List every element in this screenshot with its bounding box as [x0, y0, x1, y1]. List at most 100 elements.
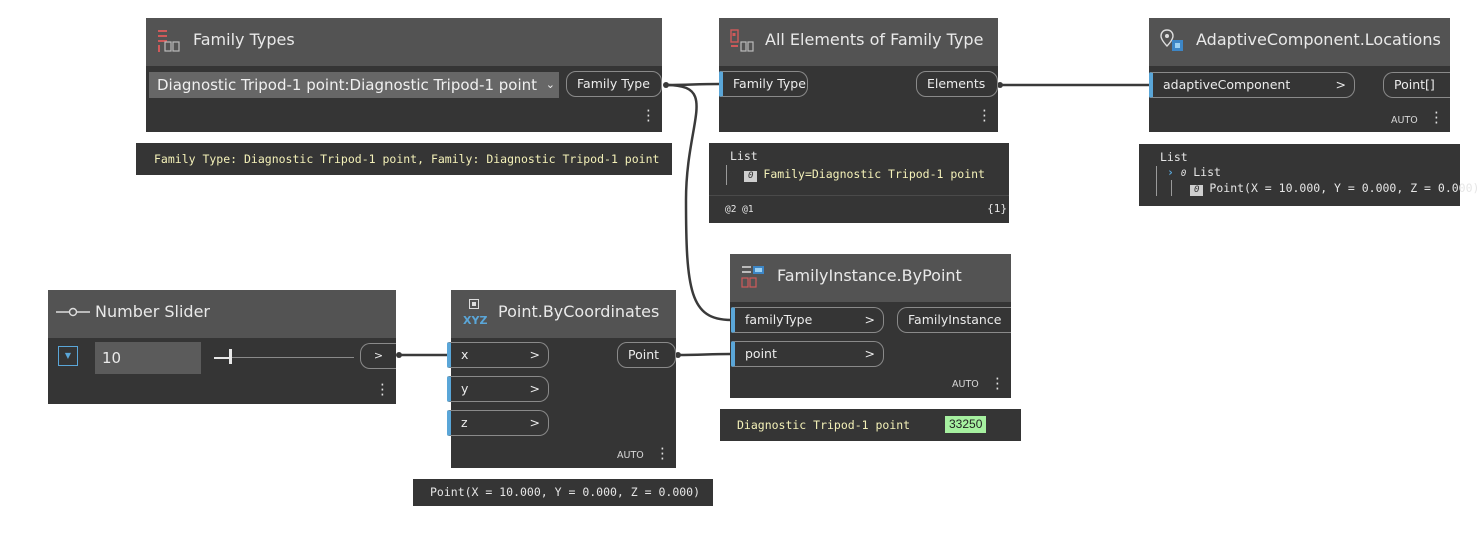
output-port-point[interactable]: Point: [617, 342, 676, 368]
list-tree-line: [726, 165, 727, 185]
list-index: 0: [1190, 185, 1204, 196]
node-header[interactable]: [146, 18, 662, 66]
node-menu-icon[interactable]: ···: [646, 102, 651, 130]
output-port-point-array[interactable]: Point[]: [1383, 72, 1450, 98]
input-port-adaptive-component[interactable]: adaptiveComponent >: [1149, 72, 1355, 98]
adaptive-component-node[interactable]: AdaptiveComponent.Locations adaptiveComp…: [1149, 18, 1450, 132]
node-title: FamilyInstance.ByPoint: [777, 266, 962, 285]
family-instance-icon: [741, 266, 764, 288]
all-elements-node[interactable]: All Elements of Family Type Family Type …: [719, 18, 998, 132]
list-levels: @2 @1: [725, 204, 754, 215]
port-label: x: [461, 347, 469, 362]
node-header[interactable]: [1149, 18, 1450, 66]
node-header[interactable]: [730, 254, 1011, 302]
lacing-label[interactable]: AUTO: [617, 450, 644, 461]
all-elements-preview: List 0 Family=Diagnostic Tripod-1 point @…: [709, 143, 1009, 223]
input-port-y[interactable]: y >: [447, 376, 549, 402]
chevron-down-icon: ⌄: [545, 78, 555, 91]
chevron-right-icon: >: [1335, 77, 1346, 92]
list-tree-line: [1171, 180, 1172, 196]
chevron-right-icon: >: [529, 381, 540, 396]
output-port-value[interactable]: >: [360, 343, 396, 369]
node-header[interactable]: [719, 18, 998, 66]
inner-list-index: 0: [1180, 169, 1187, 179]
family-types-preview: Family Type: Diagnostic Tripod-1 point, …: [136, 143, 672, 175]
expand-slider-button[interactable]: ▼: [58, 346, 78, 366]
port-label: adaptiveComponent: [1163, 77, 1291, 92]
point-by-coordinates-node[interactable]: XYZ Point.ByCoordinates x > y > z > Poin…: [447, 290, 676, 468]
family-type-dropdown[interactable]: Diagnostic Tripod-1 point:Diagnostic Tri…: [149, 72, 559, 98]
slider-thumb[interactable]: [229, 349, 232, 364]
port-label: y: [461, 381, 469, 396]
node-menu-icon[interactable]: ···: [380, 376, 385, 404]
all-elements-icon: [730, 29, 754, 52]
slider-fill: [214, 357, 230, 359]
list-tree-line: [1156, 166, 1157, 196]
input-port-x[interactable]: x >: [447, 342, 549, 368]
node-menu-icon[interactable]: ···: [982, 102, 987, 130]
port-label: Elements: [927, 76, 986, 91]
preview-divider: [709, 195, 1009, 196]
output-port-family-instance[interactable]: FamilyInstance: [897, 307, 1011, 333]
list-index: 0: [744, 171, 758, 182]
xyz-icon-label: XYZ: [463, 314, 488, 327]
input-port-family-type[interactable]: familyType >: [731, 307, 884, 333]
chevron-right-icon: >: [529, 415, 540, 430]
list-item-text: Family=Diagnostic Tripod-1 point: [763, 167, 985, 181]
element-id-badge[interactable]: 33250: [945, 416, 987, 433]
port-label: Point: [628, 347, 660, 362]
preview-text: Family Type: Diagnostic Tripod-1 point, …: [154, 152, 660, 166]
node-title: Number Slider: [95, 302, 210, 321]
preview-text: Diagnostic Tripod-1 point: [737, 418, 911, 432]
input-port-z[interactable]: z >: [447, 410, 549, 436]
lacing-label[interactable]: AUTO: [952, 379, 979, 390]
port-label: Point[]: [1394, 77, 1435, 92]
chevron-right-icon: ›: [1167, 165, 1174, 179]
node-header[interactable]: [451, 290, 676, 338]
node-header[interactable]: [48, 290, 396, 338]
slider-value-input[interactable]: 10: [95, 342, 201, 374]
node-menu-icon[interactable]: ···: [1434, 104, 1439, 132]
number-slider-node[interactable]: Number Slider ▼ 10 > ···: [48, 290, 396, 404]
input-port-point[interactable]: point >: [731, 341, 884, 367]
port-label: >: [373, 349, 384, 362]
slider-value: 10: [102, 349, 122, 367]
node-title: All Elements of Family Type: [765, 30, 984, 49]
chevron-right-icon: >: [864, 312, 875, 327]
dropdown-value: Diagnostic Tripod-1 point:Diagnostic Tri…: [157, 76, 538, 94]
inner-list-label: List: [1193, 165, 1221, 179]
node-menu-icon[interactable]: ···: [995, 370, 1000, 398]
output-port-elements[interactable]: Elements: [916, 71, 998, 97]
family-instance-preview: Diagnostic Tripod-1 point 33250: [720, 409, 1021, 441]
list-item: 0 Family=Diagnostic Tripod-1 point: [744, 167, 985, 182]
port-label: Family Type: [577, 76, 650, 91]
node-title: AdaptiveComponent.Locations: [1196, 30, 1441, 49]
family-instance-node[interactable]: FamilyInstance.ByPoint familyType > poin…: [730, 254, 1011, 398]
port-label: Family Type: [733, 76, 806, 91]
input-port-family-type[interactable]: Family Type: [719, 71, 808, 97]
slider-track[interactable]: [214, 357, 354, 359]
chevron-right-icon: >: [864, 346, 875, 361]
output-port-family-type[interactable]: Family Type: [566, 71, 662, 97]
slider-icon: [56, 307, 90, 317]
list-label: List: [1160, 150, 1188, 164]
preview-text: Point(X = 10.000, Y = 0.000, Z = 0.000): [430, 485, 701, 499]
lacing-label[interactable]: AUTO: [1391, 115, 1418, 126]
point-icon: [469, 299, 479, 309]
node-menu-icon[interactable]: ···: [660, 440, 665, 468]
point-preview: Point(X = 10.000, Y = 0.000, Z = 0.000): [413, 479, 713, 506]
location-pin-icon: [1160, 29, 1183, 51]
node-title: Family Types: [193, 30, 295, 49]
port-label: point: [745, 346, 777, 361]
chevron-right-icon: >: [529, 347, 540, 362]
family-types-icon: [158, 30, 180, 52]
port-label: FamilyInstance: [908, 312, 1002, 327]
node-title: Point.ByCoordinates: [498, 302, 660, 321]
list-label: List: [730, 149, 758, 163]
family-types-node[interactable]: Family Types Diagnostic Tripod-1 point:D…: [146, 18, 662, 132]
wire-point-to-familyinstance: [677, 352, 732, 357]
wire-familytype-to-familyinstance: [665, 83, 732, 322]
